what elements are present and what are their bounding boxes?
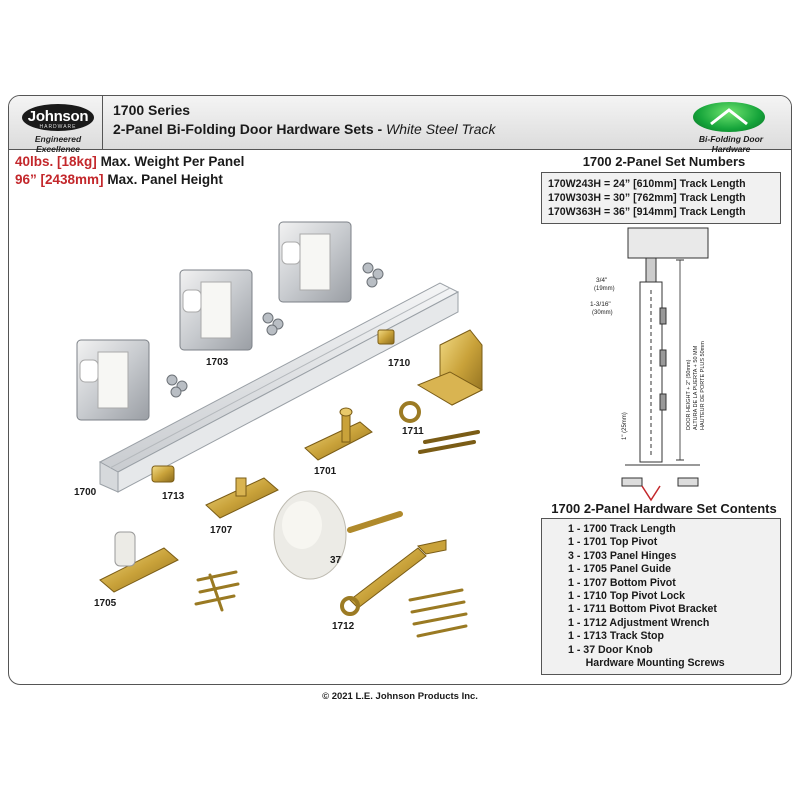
johnson-logo: Johnson HARDWARE Engineered Excellence — [9, 96, 103, 154]
panel-hinge-1703 — [278, 221, 352, 303]
floor-pivot-marker — [641, 485, 661, 502]
label-1707: 1707 — [210, 525, 233, 536]
max-height-label: Max. Panel Height — [107, 172, 223, 187]
contents-item: 1 - 1712 Adjustment Wrench — [568, 616, 710, 629]
max-weight-label: Max. Weight Per Panel — [100, 154, 245, 169]
dim-b-mm-label: (30mm) — [592, 310, 613, 316]
top-pivot-lock-1710 — [377, 329, 395, 345]
panel-hinge-1703 — [76, 339, 150, 421]
panel-guide-1705 — [99, 531, 179, 593]
contents-box: 1 - 1700 Track Length 1 - 1701 Top Pivot… — [541, 518, 781, 675]
label-1700: 1700 — [74, 487, 97, 498]
dim-b-label: 1-3/16" — [590, 301, 611, 308]
track-stop-1713 — [151, 465, 175, 483]
max-weight-value: 40lbs. [18kg] — [15, 154, 97, 169]
bifold-logo-oval — [693, 102, 765, 132]
logo-oval — [22, 104, 94, 131]
hinge-screws — [166, 262, 384, 398]
copyright-footer: © 2021 L.E. Johnson Products Inc. — [322, 691, 478, 702]
door-height-label: DOOR HEIGHT + 2" (50mm) — [686, 359, 692, 430]
max-height-value: 96” [2438mm] — [15, 172, 104, 187]
installation-diagram — [621, 227, 709, 487]
wrench-screws — [408, 588, 468, 638]
series-subtitle-main: 2-Panel Bi-Folding Door Hardware Sets - — [113, 121, 387, 137]
track-1700 — [98, 282, 460, 493]
set-numbers-box: 170W243H = 24” [610mm] Track Length 170W… — [541, 172, 781, 224]
series-title: 1700 Series — [113, 102, 191, 118]
dim-a-mm-label: (19mm) — [594, 286, 615, 292]
bottom-pivot-1707 — [205, 477, 279, 519]
panel-hinge-1703 — [179, 269, 253, 351]
label-37: 37 — [330, 555, 342, 566]
logo-sub: HARDWARE — [39, 124, 77, 130]
label-1712: 1712 — [332, 621, 355, 632]
door-height-label-es: ALTURA DE LA PUERTA + 50 MM — [693, 345, 699, 430]
sheet-header: Johnson HARDWARE Engineered Excellence 1… — [9, 96, 791, 154]
set-number-row: 170W363H = 36” [914mm] Track Length — [548, 206, 746, 218]
adjustment-wrench-1712 — [340, 539, 447, 616]
label-1705: 1705 — [94, 598, 117, 609]
contents-item: 1 - 1707 Bottom Pivot — [568, 576, 676, 589]
contents-title: 1700 2-Panel Hardware Set Contents — [551, 501, 777, 516]
label-1713: 1713 — [162, 491, 185, 502]
brass-screws — [418, 430, 480, 454]
label-1703: 1703 — [206, 357, 229, 368]
bifold-roof-icon — [710, 108, 748, 126]
contents-item: 3 - 1703 Panel Hinges — [568, 549, 677, 562]
contents-item: 1 - 1710 Top Pivot Lock — [568, 590, 685, 603]
bottom-pivot-bracket-1711 — [399, 329, 484, 423]
top-pivot-1701 — [304, 407, 373, 461]
dim-c-label: 1" (25mm) — [622, 412, 628, 440]
door-height-label-fr: HAUTEUR DE PORTE PLUS 50mm — [700, 341, 706, 430]
series-subtitle-italic: White Steel Track — [386, 121, 496, 137]
dim-a-label: 3/4" — [596, 277, 608, 284]
logo-tagline: Engineered Excellence — [34, 134, 82, 154]
label-1701: 1701 — [314, 466, 337, 477]
contents-item: 1 - 1700 Track Length — [568, 523, 676, 535]
set-number-row: 170W303H = 30” [762mm] Track Length — [548, 192, 746, 204]
set-number-row: 170W243H = 24” [610mm] Track Length — [548, 178, 746, 190]
contents-item: 1 - 1701 Top Pivot — [568, 536, 658, 549]
contents-item: Hardware Mounting Screws — [568, 657, 725, 670]
max-height: 96” [2438mm] Max. Panel Height — [15, 172, 223, 187]
series-subtitle: 2-Panel Bi-Folding Door Hardware Sets - … — [113, 121, 495, 137]
mounting-screws — [194, 570, 240, 612]
label-1711: 1711 — [402, 426, 424, 437]
bifold-logo: Bi-Folding Door Hardware — [681, 100, 781, 154]
max-weight: 40lbs. [18kg] Max. Weight Per Panel — [15, 154, 244, 169]
contents-item: 1 - 1713 Track Stop — [568, 630, 664, 643]
door-knob-37 — [273, 490, 403, 580]
contents-item: 1 - 1711 Bottom Pivot Bracket — [568, 603, 717, 616]
logo-word: Johnson — [27, 108, 89, 125]
label-1710: 1710 — [388, 358, 411, 369]
set-numbers-title: 1700 2-Panel Set Numbers — [582, 154, 746, 169]
bifold-logo-label: Bi-Folding Door Hardware — [698, 134, 764, 154]
contents-item: 1 - 1705 Panel Guide — [568, 563, 672, 576]
contents-item: 1 - 37 Door Knob — [568, 643, 653, 656]
